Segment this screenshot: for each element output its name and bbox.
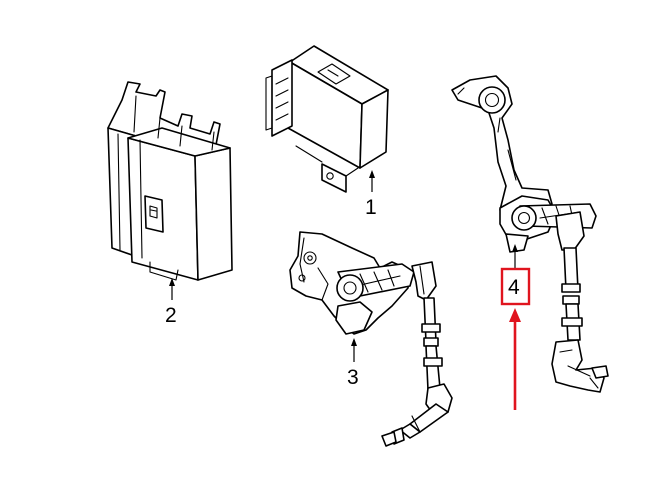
callout-2: 2 (165, 278, 177, 327)
callout-label: 4 (508, 276, 520, 299)
callout-label: 2 (165, 304, 177, 327)
callout-4: 4 (500, 244, 531, 306)
bracket-module (107, 81, 233, 281)
callout-4-highlight-box (500, 267, 531, 306)
callout-3: 3 (347, 338, 359, 389)
highlight-arrow (509, 308, 521, 410)
rear-level-sensor (451, 75, 609, 393)
callout-1: 1 (365, 170, 377, 219)
callout-label: 3 (347, 366, 359, 389)
front-level-sensor (289, 231, 453, 447)
control-module (265, 45, 389, 193)
callout-label: 1 (365, 196, 377, 219)
